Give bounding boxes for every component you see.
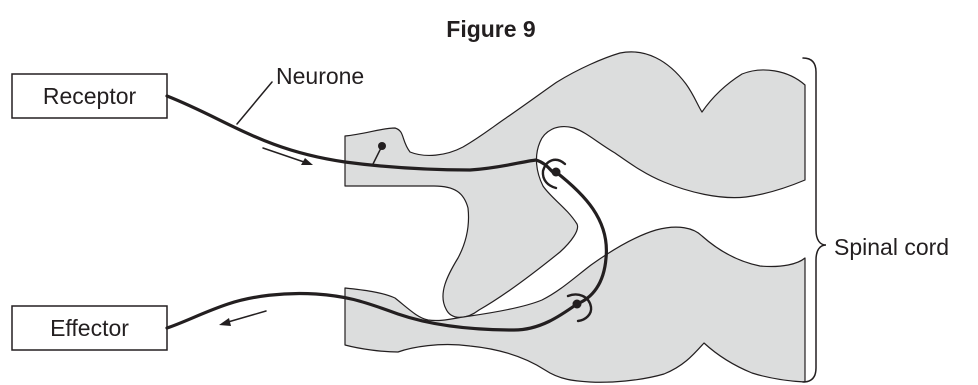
direction-arrow-motor	[219, 311, 266, 326]
figure-title: Figure 9	[446, 16, 535, 42]
spinal-cord-label: Spinal cord	[834, 234, 949, 260]
spinal-cord-brace	[803, 58, 826, 382]
receptor-label: Receptor	[43, 83, 137, 109]
sensory-cell-body	[378, 142, 386, 150]
relay-neurone-cell-body	[552, 168, 561, 177]
neurone-leader-line	[237, 82, 272, 124]
neurone-label: Neurone	[276, 63, 364, 89]
effector-label: Effector	[50, 315, 129, 341]
